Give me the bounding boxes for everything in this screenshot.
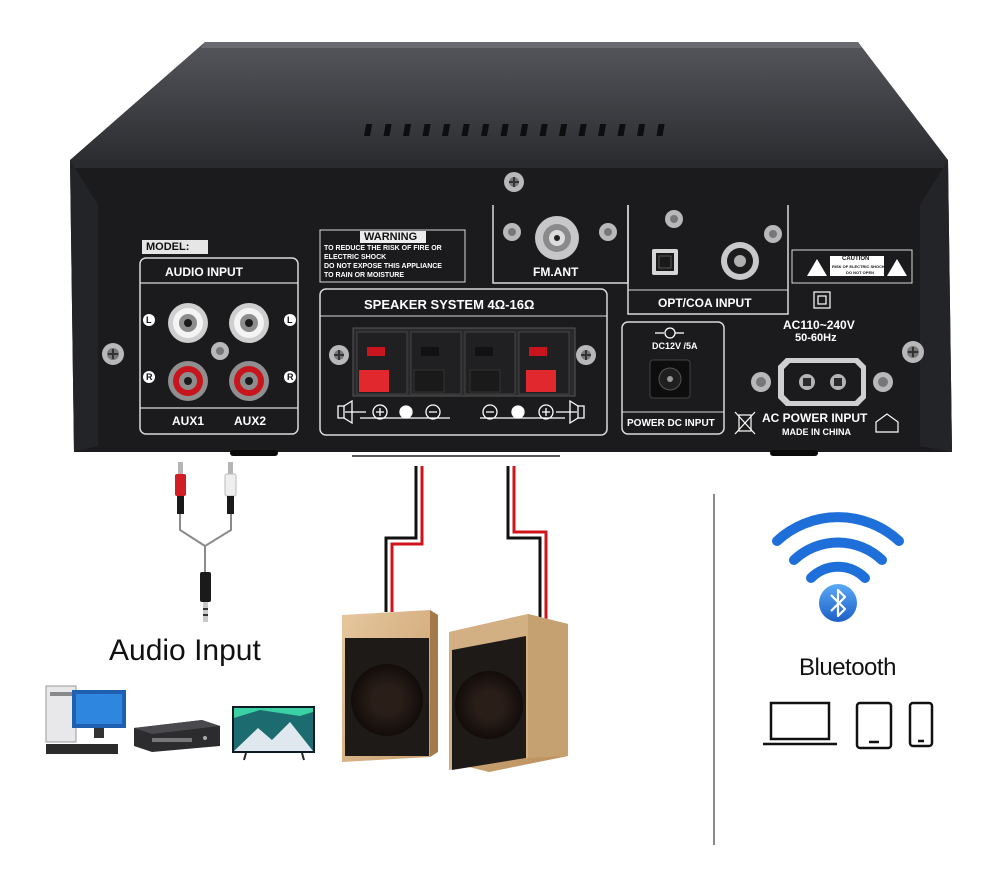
recycle-bin-icon	[734, 411, 756, 435]
vent-slot	[481, 124, 490, 136]
audio-input-title: AUDIO INPUT	[165, 265, 243, 279]
dc-spec-label: DC12V /5A	[652, 341, 698, 351]
screw-icon	[576, 345, 596, 365]
vent-slot	[461, 124, 470, 136]
screw-icon	[764, 225, 782, 243]
bluetooth-caption: Bluetooth	[799, 654, 896, 681]
vent-slot	[656, 124, 665, 136]
rca-jack-icon[interactable]	[168, 361, 208, 401]
vent-slot	[500, 124, 509, 136]
vent-slot	[559, 124, 568, 136]
warning-title: WARNING	[364, 231, 418, 243]
vent-slot	[578, 124, 587, 136]
vent-slot	[637, 124, 646, 136]
tablet-icon	[855, 701, 893, 750]
rca-jack-icon[interactable]	[229, 361, 269, 401]
phone-icon	[908, 701, 934, 748]
dc-polarity-icon	[655, 327, 684, 339]
vent-slot	[442, 124, 451, 136]
dvd-player-icon	[134, 720, 220, 752]
ac-spec-line2: 50-60Hz	[795, 332, 837, 344]
vent-slot	[383, 124, 392, 136]
left-marker: L	[287, 315, 293, 325]
opt-coa-label: OPT/COA INPUT	[658, 296, 752, 310]
vent-slot	[520, 124, 529, 136]
warning-triangle-icon	[887, 259, 907, 276]
screw-icon	[751, 372, 771, 392]
dc-port-icon[interactable]	[649, 359, 691, 399]
screw-icon	[211, 342, 229, 360]
screw-icon	[504, 172, 524, 192]
screw-icon	[902, 341, 924, 363]
rca-jack-icon[interactable]	[229, 303, 269, 343]
screw-icon	[873, 372, 893, 392]
ac-power-label: AC POWER INPUT	[762, 411, 868, 425]
model-label: MODEL:	[146, 241, 190, 253]
vent-slot	[539, 124, 548, 136]
desktop-pc-icon	[45, 685, 126, 754]
power-dc-frame	[621, 321, 725, 435]
screw-icon	[503, 223, 521, 241]
wifi-signal-icon	[772, 512, 904, 583]
warning-line: TO RAIN OR MOISTURE	[324, 272, 404, 279]
audio-input-caption: Audio Input	[109, 634, 261, 667]
screw-icon	[665, 210, 683, 228]
made-in-label: MADE IN CHINA	[782, 427, 851, 437]
vent-slot	[403, 124, 412, 136]
tv-icon	[232, 706, 315, 761]
aux1-label: AUX1	[172, 414, 205, 428]
ac-spec-line1: AC110~240V	[783, 318, 855, 332]
speaker-icon	[342, 610, 438, 762]
optical-port-icon[interactable]	[652, 249, 678, 275]
speaker-wire	[384, 466, 548, 622]
caution-sub: RISK OF ELECTRIC SHOCK	[832, 264, 885, 269]
left-marker: L	[146, 315, 152, 325]
fm-ant-label: FM.ANT	[533, 265, 579, 279]
screw-icon	[102, 343, 124, 365]
rca-jack-icon[interactable]	[168, 303, 208, 343]
right-marker: R	[146, 372, 153, 382]
speaker-icon	[449, 614, 568, 772]
screw-icon	[329, 345, 349, 365]
ac-socket-icon[interactable]	[778, 358, 866, 406]
vent-slot	[617, 124, 626, 136]
warning-line: DO NOT EXPOSE THIS APPLIANCE	[324, 263, 442, 270]
vent-slot	[364, 124, 373, 136]
warning-triangle-icon	[807, 259, 827, 276]
bluetooth-icon	[819, 584, 857, 622]
house-icon	[875, 413, 899, 433]
screw-icon	[599, 223, 617, 241]
warning-line: ELECTRIC SHOCK	[324, 254, 387, 261]
vent-slot	[422, 124, 431, 136]
caution-sub: DO NOT OPEN	[846, 270, 875, 275]
warning-line: TO REDUCE THE RISK OF FIRE OR	[324, 245, 442, 252]
fm-antenna-connector-icon[interactable]	[535, 216, 579, 260]
warning-frame	[319, 229, 466, 283]
model-plate	[142, 240, 208, 254]
power-dc-label: POWER DC INPUT	[627, 418, 715, 429]
right-marker: R	[287, 372, 294, 382]
vent-slot	[598, 124, 607, 136]
vent-slots	[364, 124, 665, 136]
speaker-terminal-block[interactable]	[352, 327, 576, 397]
laptop-icon	[763, 701, 837, 746]
speaker-system-frame	[319, 288, 608, 436]
audio-input-frame	[139, 257, 299, 435]
speaker-system-label: SPEAKER SYSTEM 4Ω-16Ω	[364, 297, 535, 312]
coax-port-icon[interactable]	[721, 242, 759, 280]
rca-cable-icon	[175, 462, 237, 622]
caution-label: CAUTION	[842, 256, 870, 262]
aux2-label: AUX2	[234, 414, 267, 428]
